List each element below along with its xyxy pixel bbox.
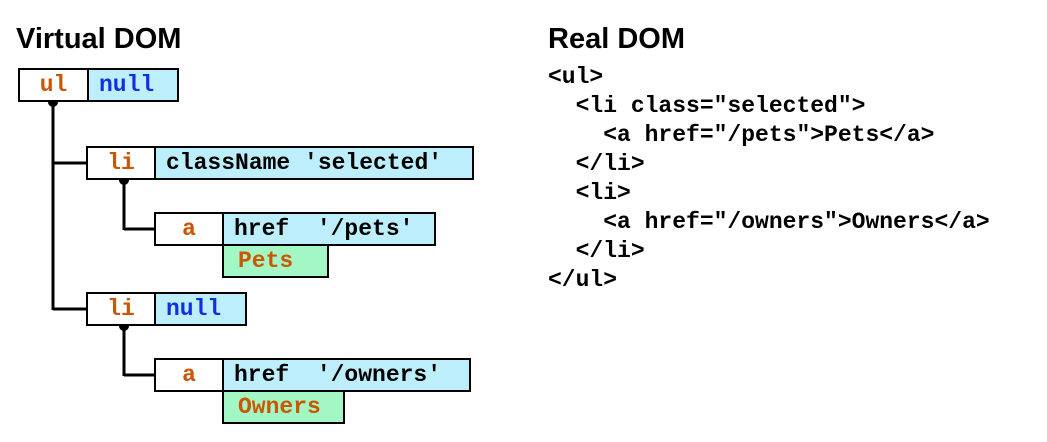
vdom-li2-props: null: [154, 292, 247, 326]
code-line: <a href="/pets">Pets</a>: [548, 122, 935, 148]
vdom-li1-props: className 'selected': [154, 146, 474, 180]
code-line: </ul>: [548, 267, 618, 293]
code-line: <li class="selected">: [548, 93, 866, 119]
vdom-ul-props: null: [87, 68, 179, 102]
code-line: </li>: [548, 238, 645, 264]
vdom-a1-props: href '/pets': [222, 212, 436, 246]
real-dom-heading: Real DOM: [548, 23, 685, 55]
vdom-a1-text: Pets: [222, 244, 329, 278]
code-line: </li>: [548, 151, 645, 177]
code-line: <a href="/owners">Owners</a>: [548, 209, 990, 235]
real-dom-code: <ul> <li class="selected"> <a href="/pet…: [548, 63, 990, 295]
code-line: <li>: [548, 180, 631, 206]
vdom-li1-tag: li: [86, 146, 156, 180]
vdom-a2-tag: a: [154, 358, 224, 392]
vdom-a2-text: Owners: [222, 390, 345, 424]
vdom-a2-props: href '/owners': [222, 358, 471, 392]
vdom-ul-tag: ul: [18, 68, 89, 102]
virtual-dom-heading: Virtual DOM: [16, 23, 182, 55]
vdom-li2-tag: li: [86, 292, 156, 326]
vdom-a1-tag: a: [154, 212, 224, 246]
code-line: <ul>: [548, 64, 604, 90]
